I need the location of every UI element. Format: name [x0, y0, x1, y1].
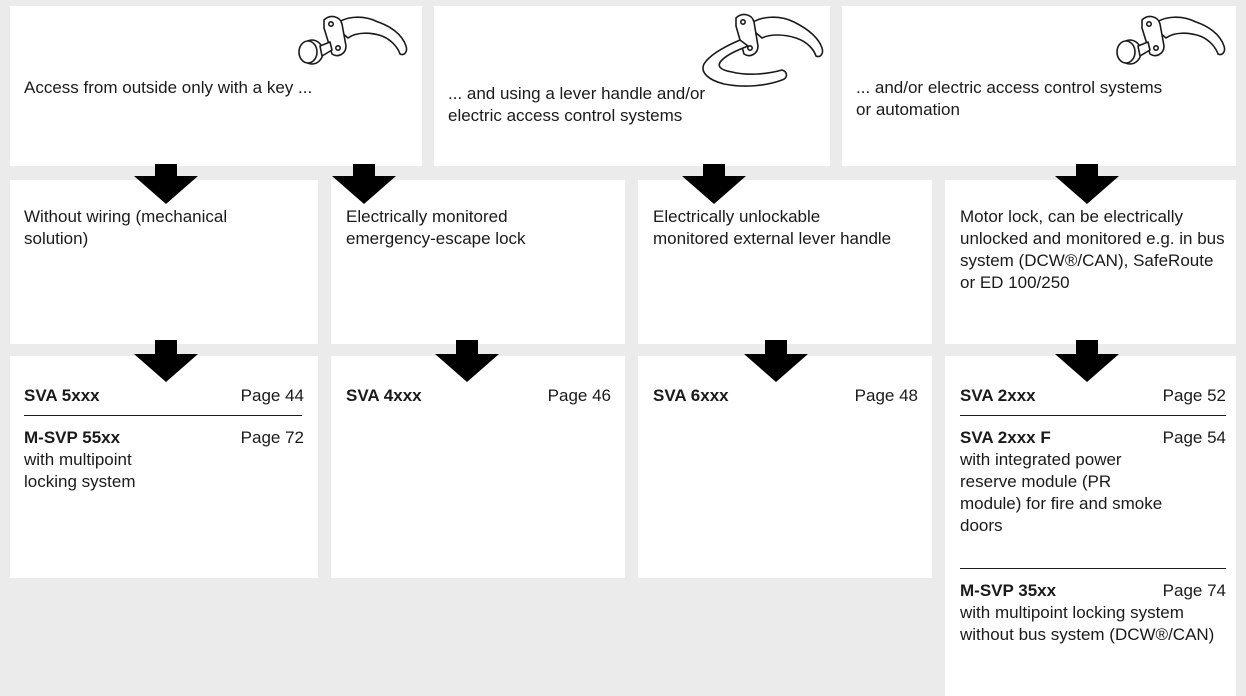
- middle-text-unlockable-handle: Electrically unlockable monitored extern…: [653, 207, 892, 248]
- product-description: with multipoint locking system without b…: [960, 603, 1215, 644]
- double-lever-handle-icon: [702, 13, 824, 87]
- product-page-ref: Page 52: [1162, 386, 1226, 405]
- middle-box-motor-lock: [945, 180, 1236, 344]
- divider: [960, 568, 1226, 569]
- product-entry: SVA 6xxx Page 48: [653, 385, 918, 407]
- product-name: SVA 5xxx: [24, 386, 100, 405]
- product-box-unlockable-handle: [638, 356, 932, 578]
- product-entry: SVA 5xxx Page 44: [24, 385, 304, 407]
- product-entry: SVA 4xxx Page 46: [346, 385, 611, 407]
- product-entry: M-SVP 35xx Page 74 with multipoint locki…: [960, 580, 1226, 690]
- divider: [24, 415, 302, 416]
- knob-and-lever-handle-icon: [298, 15, 408, 65]
- down-arrow-icon: [134, 164, 198, 204]
- product-name: M-SVP 55xx: [24, 428, 121, 447]
- middle-text-monitored-lock: Electrically monitored emergency-escape …: [346, 207, 526, 248]
- product-box-monitored-lock: [331, 356, 625, 578]
- top-text-key-only: Access from outside only with a key ...: [24, 78, 313, 97]
- product-page-ref: Page 44: [240, 386, 304, 405]
- product-description: with multipoint locking system: [24, 450, 136, 491]
- down-arrow-icon: [1055, 340, 1119, 382]
- top-text-lever-handle: ... and using a lever handle and/or elec…: [448, 84, 706, 125]
- product-page-ref: Page 72: [240, 428, 304, 447]
- product-entry: SVA 2xxx Page 52: [960, 385, 1226, 407]
- middle-box-mechanical: [10, 180, 318, 344]
- middle-text-motor-lock: Motor lock, can be electrically unlocked…: [960, 207, 1225, 292]
- product-page-ref: Page 54: [1162, 428, 1226, 447]
- middle-box-monitored-lock: [331, 180, 625, 344]
- product-entry: M-SVP 55xx Page 72 with multipoint locki…: [24, 427, 304, 493]
- down-arrow-icon: [332, 164, 396, 204]
- middle-text-mechanical: Without wiring (mechanical solution): [24, 207, 228, 248]
- product-name: SVA 2xxx: [960, 386, 1036, 405]
- product-page-ref: Page 74: [1162, 581, 1226, 600]
- down-arrow-icon: [744, 340, 808, 382]
- product-box-motor-lock: [945, 356, 1236, 696]
- down-arrow-icon: [435, 340, 499, 382]
- top-text-automation: ... and/or electric access control syste…: [856, 78, 1163, 119]
- middle-box-unlockable-handle: [638, 180, 932, 344]
- product-page-ref: Page 46: [547, 386, 611, 405]
- product-name: SVA 2xxx F: [960, 428, 1051, 447]
- divider: [960, 415, 1226, 416]
- product-entry: SVA 2xxx F Page 54 with integrated power…: [960, 427, 1226, 559]
- down-arrow-icon: [1055, 164, 1119, 204]
- down-arrow-icon: [682, 164, 746, 204]
- product-page-ref: Page 48: [854, 386, 918, 405]
- product-name: SVA 4xxx: [346, 386, 422, 405]
- down-arrow-icon: [134, 340, 198, 382]
- knob-and-lever-handle-icon: [1116, 15, 1226, 65]
- product-name: M-SVP 35xx: [960, 581, 1057, 600]
- product-description: with integrated power reserve module (PR…: [960, 450, 1163, 535]
- product-name: SVA 6xxx: [653, 386, 729, 405]
- product-box-mechanical: [10, 356, 318, 578]
